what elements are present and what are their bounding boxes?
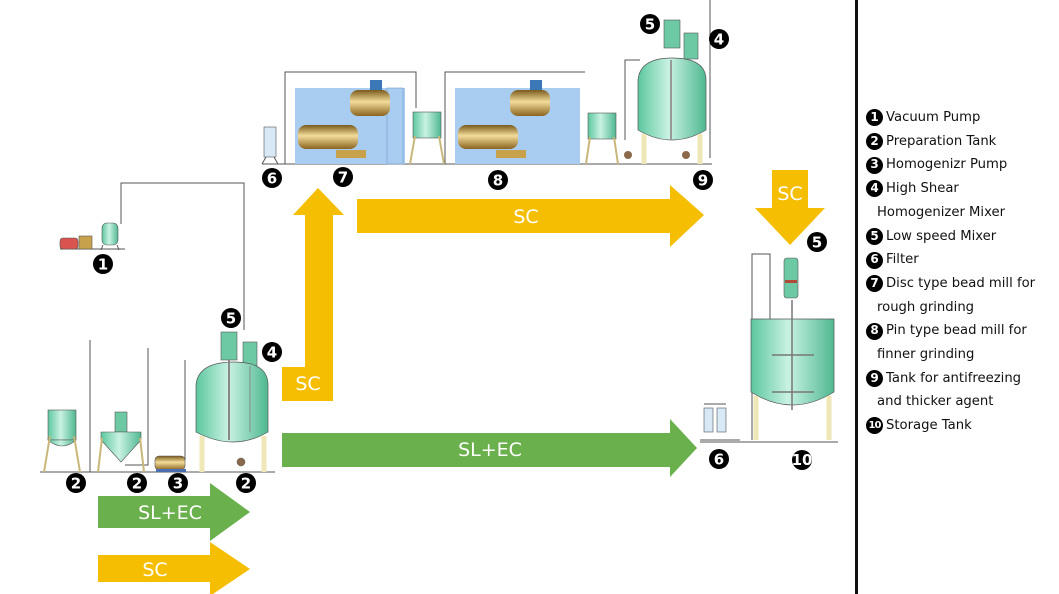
- legend-badge: 8: [866, 322, 883, 340]
- legend-item-4-cont: Homogenizer Mixer: [877, 204, 1006, 220]
- marker-prep-tank-a: 2: [66, 473, 86, 493]
- marker-low-speed-mixer-c: 5: [807, 232, 827, 252]
- disc-bead-mill: [295, 80, 405, 165]
- top-yellow-arrow: SC: [357, 185, 704, 247]
- up-yellow-arrow: SC: [282, 188, 344, 401]
- marker-high-shear-b: 4: [709, 29, 729, 49]
- main-green-arrow-label: SL+EC: [458, 439, 522, 461]
- down-yellow-arrow-label: SC: [777, 183, 802, 205]
- pin-bead-mill: [455, 80, 580, 164]
- svg-text:2: 2: [71, 475, 81, 493]
- legend-divider: [855, 0, 858, 594]
- legend-badge: 4: [866, 180, 883, 198]
- svg-text:7: 7: [338, 169, 348, 187]
- homogenizer-pump: [154, 455, 186, 472]
- marker-filter-a: 6: [262, 168, 282, 188]
- svg-text:3: 3: [173, 475, 183, 493]
- svg-text:5: 5: [226, 310, 236, 328]
- marker-pin-mill: 8: [488, 170, 508, 190]
- legend-badge: 2: [866, 133, 883, 151]
- marker-disc-mill: 7: [333, 167, 353, 187]
- svg-text:4: 4: [714, 31, 724, 49]
- antifreeze-tank: [624, 19, 707, 164]
- main-green-arrow: SL+EC: [282, 419, 697, 477]
- emulsifying-reactor: [195, 331, 269, 472]
- preparation-tank-a: [43, 409, 81, 473]
- svg-text:10: 10: [792, 451, 813, 469]
- legend-item-7-cont: rough grinding: [877, 299, 975, 315]
- svg-text:6: 6: [267, 170, 277, 188]
- filter-a: [261, 126, 279, 165]
- legend-badge: 9: [866, 370, 883, 388]
- intermediate-tank: [409, 111, 445, 165]
- svg-text:2: 2: [132, 475, 142, 493]
- legend-green-arrow-label: SL+EC: [138, 502, 202, 524]
- svg-text:6: 6: [714, 451, 724, 469]
- legend-yellow-arrow-label: SC: [142, 559, 167, 581]
- preparation-tank-b: [97, 411, 145, 473]
- down-yellow-arrow: SC: [755, 170, 825, 245]
- vacuum-pump: [59, 222, 120, 251]
- storage-tank: [750, 257, 835, 440]
- svg-text:8: 8: [493, 172, 503, 190]
- svg-text:2: 2: [241, 475, 251, 493]
- svg-text:4: 4: [267, 344, 277, 362]
- legend-badge: 5: [866, 227, 883, 245]
- marker-low-speed-mixer-a: 5: [221, 308, 241, 328]
- marker-filter-b: 6: [709, 449, 729, 469]
- marker-high-shear-a: 4: [262, 342, 282, 362]
- marker-antifreeze-tank: 9: [693, 170, 713, 190]
- svg-text:1: 1: [98, 256, 108, 274]
- svg-text:9: 9: [698, 172, 708, 190]
- legend-badge: 10: [866, 417, 883, 435]
- legend-badge: 6: [866, 251, 883, 269]
- legend-badge: 3: [866, 156, 883, 174]
- legend-badge: 7: [866, 275, 883, 293]
- piping: [40, 0, 838, 473]
- marker-vacuum-pump: 1: [93, 254, 113, 274]
- legend-green-arrow: SL+EC: [98, 483, 250, 541]
- legend-item-9-cont: and thicker agent: [877, 394, 994, 410]
- legend-yellow-arrow: SC: [98, 542, 250, 594]
- legend-badge: 1: [866, 109, 883, 127]
- svg-text:5: 5: [645, 16, 655, 34]
- small-tank: [585, 112, 619, 165]
- svg-text:5: 5: [812, 234, 822, 252]
- up-yellow-arrow-label: SC: [295, 373, 320, 395]
- marker-low-speed-mixer-b: 5: [640, 14, 660, 34]
- top-yellow-arrow-label: SC: [513, 206, 538, 228]
- legend-item-8-cont: finner grinding: [877, 347, 975, 363]
- marker-storage-tank: 10: [792, 450, 813, 470]
- marker-prep-tank-b: 2: [127, 473, 147, 493]
- marker-prep-tank-c: 2: [236, 473, 256, 493]
- filter-b: [703, 403, 727, 433]
- marker-homogenizer-pump: 3: [168, 473, 188, 493]
